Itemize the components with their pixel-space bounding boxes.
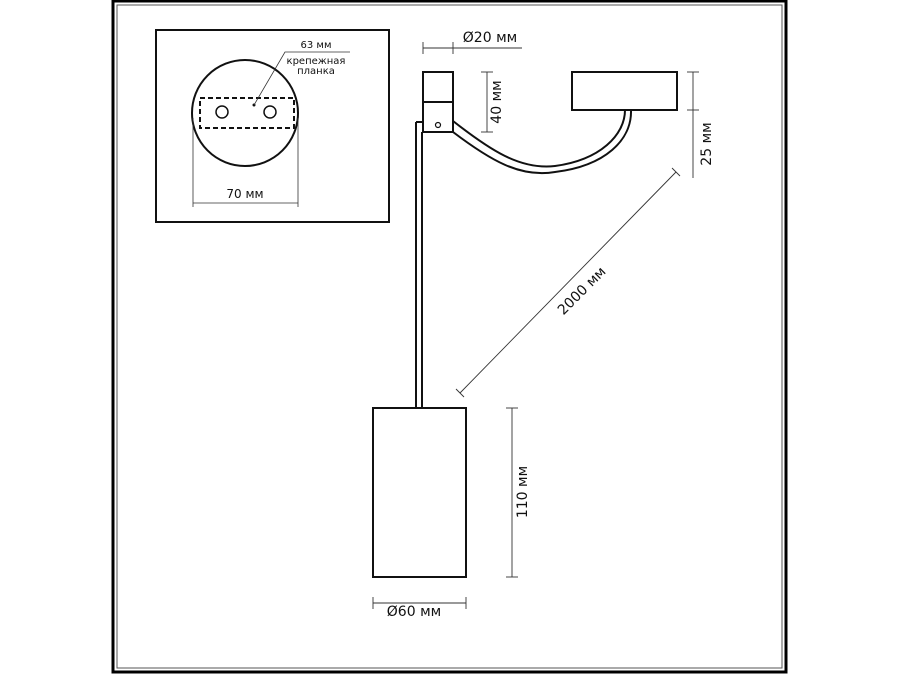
head-top xyxy=(422,71,454,103)
canopy xyxy=(571,71,678,111)
canopy-diameter-label: 70 мм xyxy=(226,187,263,201)
shade-diameter-label: Ø60 мм xyxy=(387,604,441,620)
mounting-bracket xyxy=(199,97,295,129)
bracket-width-label: 63 мм xyxy=(301,40,332,51)
shade xyxy=(372,407,467,578)
screw-hole xyxy=(215,105,229,119)
lamp-side-view xyxy=(372,71,678,578)
bracket-label-line2: планка xyxy=(297,66,335,77)
arm xyxy=(452,109,626,168)
bracket-label-line1: крепежная xyxy=(287,56,346,67)
canopy-top-view-inset: 63 мм крепежная планка 70 мм xyxy=(155,29,390,223)
head-joint xyxy=(422,101,454,133)
shade-height-label: 110 мм xyxy=(515,466,531,518)
head-diameter-label: Ø20 мм xyxy=(463,30,517,46)
inner-frame xyxy=(116,4,783,669)
canopy-height-label: 25 мм xyxy=(699,122,715,165)
outer-frame xyxy=(111,0,788,674)
cable-length-label: 2000 мм xyxy=(555,264,610,319)
head-height-label: 40 мм xyxy=(489,80,505,123)
screw-hole xyxy=(263,105,277,119)
